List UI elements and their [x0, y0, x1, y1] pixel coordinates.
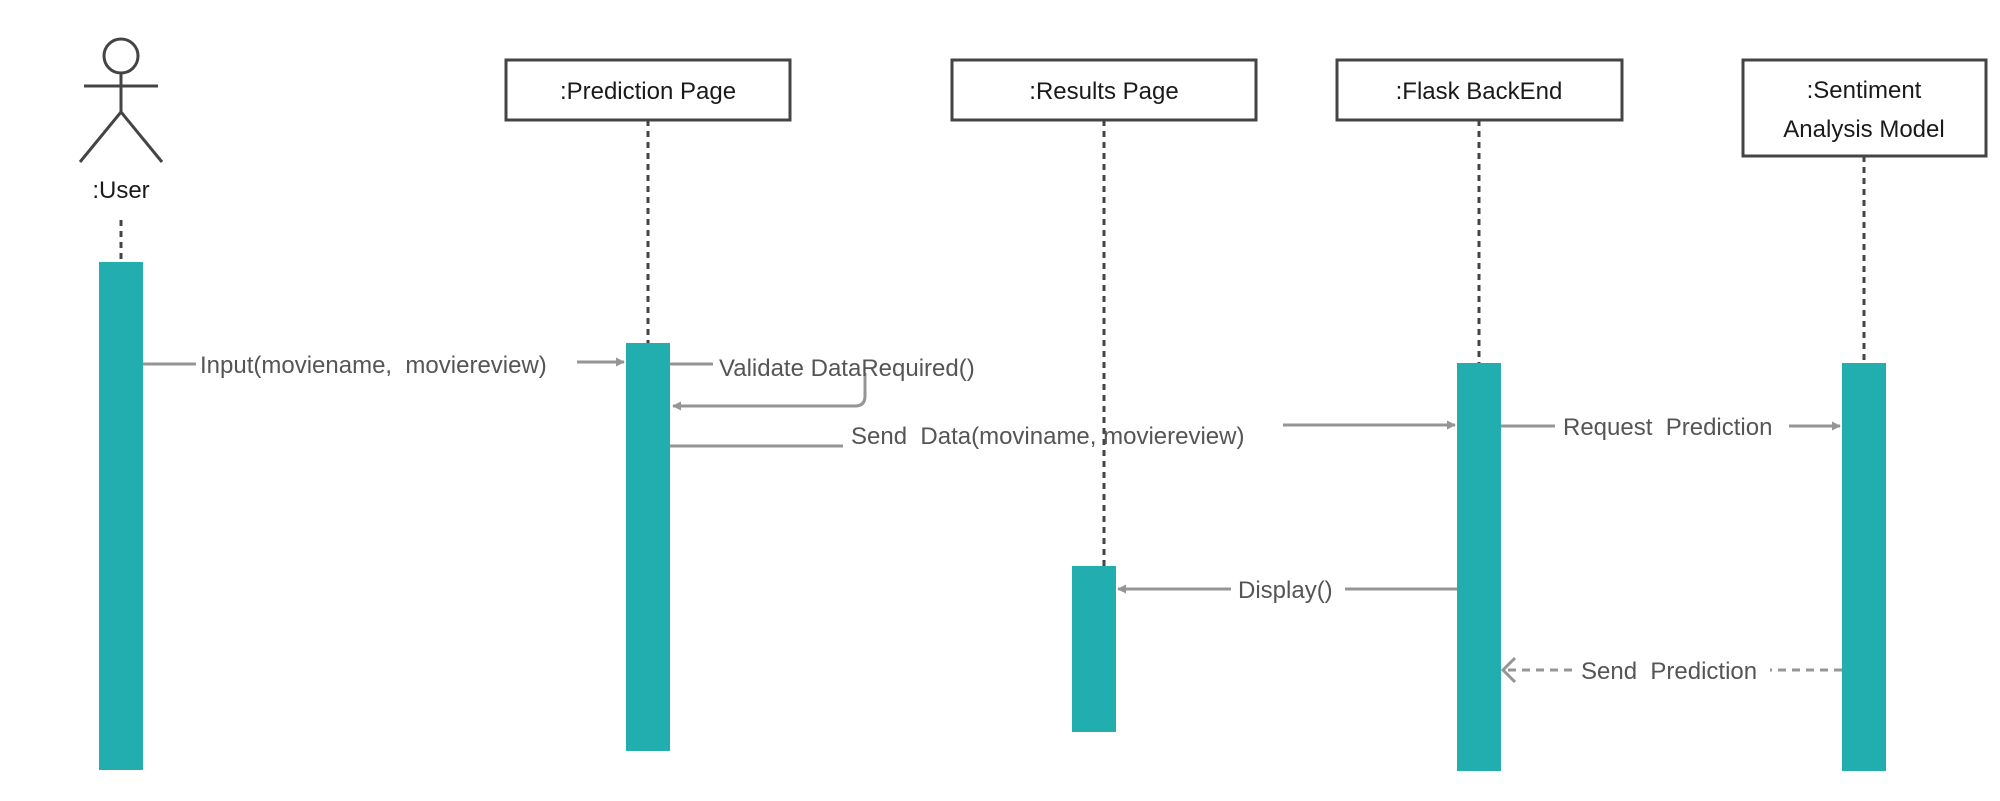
message-input: Input(moviename, moviereview) [143, 352, 625, 379]
activation-bar-user [99, 262, 143, 770]
open-arrowhead-icon [1500, 656, 1517, 684]
message-request-prediction: Request Prediction [1501, 414, 1841, 441]
message-label: Send Prediction [1581, 658, 1757, 685]
message-label: Input(moviename, moviereview) [200, 352, 547, 379]
participant-results-page: :Results Page [950, 58, 1258, 122]
participant-label-line-2: Analysis Model [1783, 116, 1944, 143]
participant-flask-backend: :Flask BackEnd [1335, 58, 1624, 122]
activation-bar-prediction-page [626, 343, 670, 751]
message-send-data: Send Data(moviname, moviereview) [670, 420, 1456, 450]
message-label: Request Prediction [1563, 414, 1772, 441]
message-send-prediction-return: Send Prediction [1500, 656, 1842, 685]
activation-bar-results-page [1072, 566, 1116, 732]
message-label: Validate DataRequired() [719, 355, 975, 382]
participant-box [504, 58, 792, 122]
participant-box [1741, 58, 1988, 158]
message-label: Display() [1238, 577, 1333, 604]
participant-sentiment-model: :Sentiment Analysis Model [1741, 58, 1988, 158]
participant-box [950, 58, 1258, 122]
actor-label: :User [92, 177, 149, 204]
activation-bar-sentiment-model [1842, 363, 1886, 771]
message-display: Display() [1117, 577, 1457, 604]
message-validate-self: Validate DataRequired() [670, 355, 975, 411]
participant-label: :Prediction Page [560, 78, 736, 105]
actor-user: :User [78, 37, 164, 204]
message-label: Send Data(moviname, moviereview) [851, 423, 1244, 450]
participant-label-line-1: :Sentiment [1807, 77, 1922, 104]
participant-box [1335, 58, 1624, 122]
participant-prediction-page: :Prediction Page [504, 58, 792, 122]
stick-figure-icon [78, 37, 164, 163]
participant-label: :Results Page [1029, 78, 1178, 105]
activation-bar-flask-backend [1457, 363, 1501, 771]
participant-label: :Flask BackEnd [1396, 78, 1563, 105]
